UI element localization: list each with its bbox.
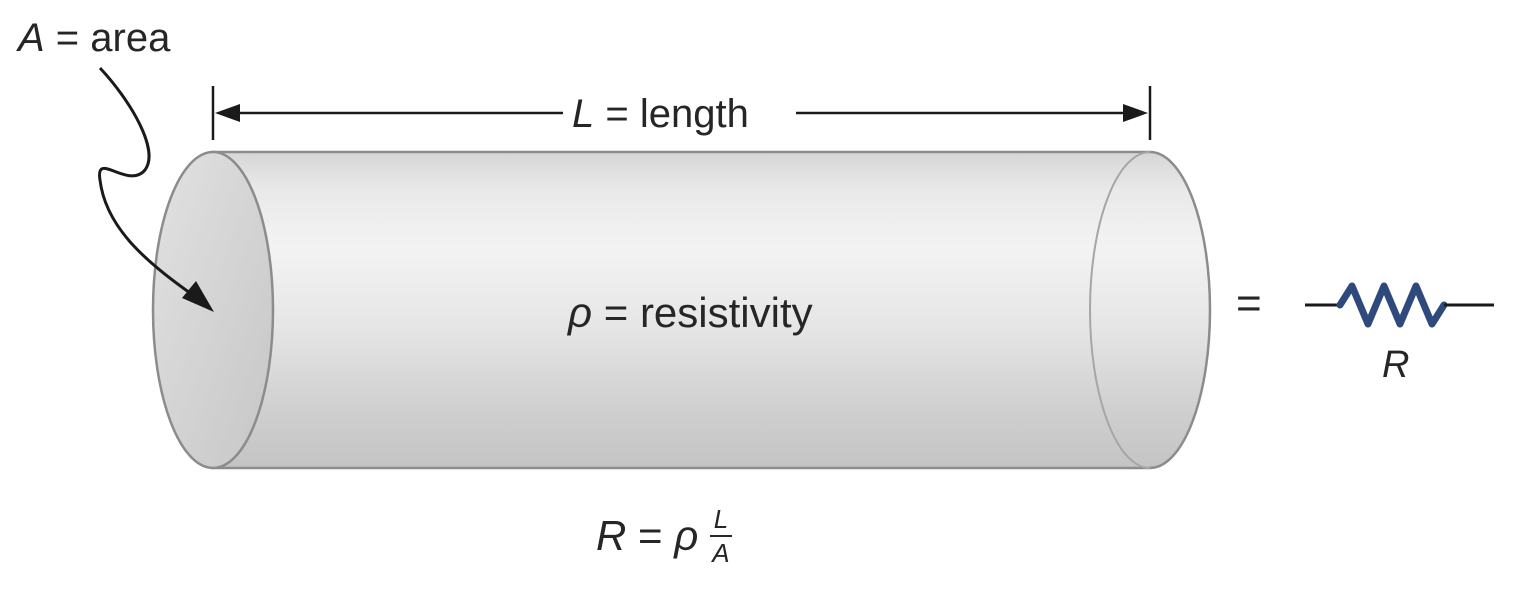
resistivity-text: resistivity — [639, 289, 813, 336]
length-arrowhead-left — [215, 104, 240, 122]
equivalence-sign: = — [1236, 279, 1262, 328]
area-symbol: A — [18, 16, 45, 60]
length-text: length — [639, 92, 749, 136]
resistor-zigzag — [1336, 282, 1448, 328]
formula-coefficient: ρ — [674, 512, 699, 559]
formula-fraction: L A — [708, 506, 733, 566]
formula-numerator: L — [709, 506, 733, 537]
area-pointer-arrow — [98, 66, 201, 302]
resistor-label: R — [1382, 344, 1410, 386]
formula-lhs: R — [596, 512, 627, 559]
area-text: area — [90, 16, 171, 60]
resistivity-label: ρ = resistivity — [568, 292, 813, 334]
formula-equals: = — [626, 512, 675, 559]
length-symbol: L — [572, 92, 595, 136]
resistivity-symbol: ρ — [568, 289, 593, 336]
cylinder-cross-section — [151, 150, 275, 470]
area-label: A = area — [18, 18, 170, 58]
formula-denominator: A — [712, 538, 730, 568]
resistivity-equals: = — [592, 289, 640, 336]
length-arrowhead-right — [1123, 104, 1148, 122]
cylinder-body — [211, 150, 1212, 470]
cylinder-right-end-arc — [1089, 151, 1151, 469]
length-label: L = length — [572, 94, 749, 134]
length-equals: = — [594, 92, 640, 136]
resistance-formula: R = ρ L A — [596, 504, 734, 568]
area-pointer-arrowhead — [182, 281, 214, 312]
area-equals: = — [44, 16, 91, 60]
